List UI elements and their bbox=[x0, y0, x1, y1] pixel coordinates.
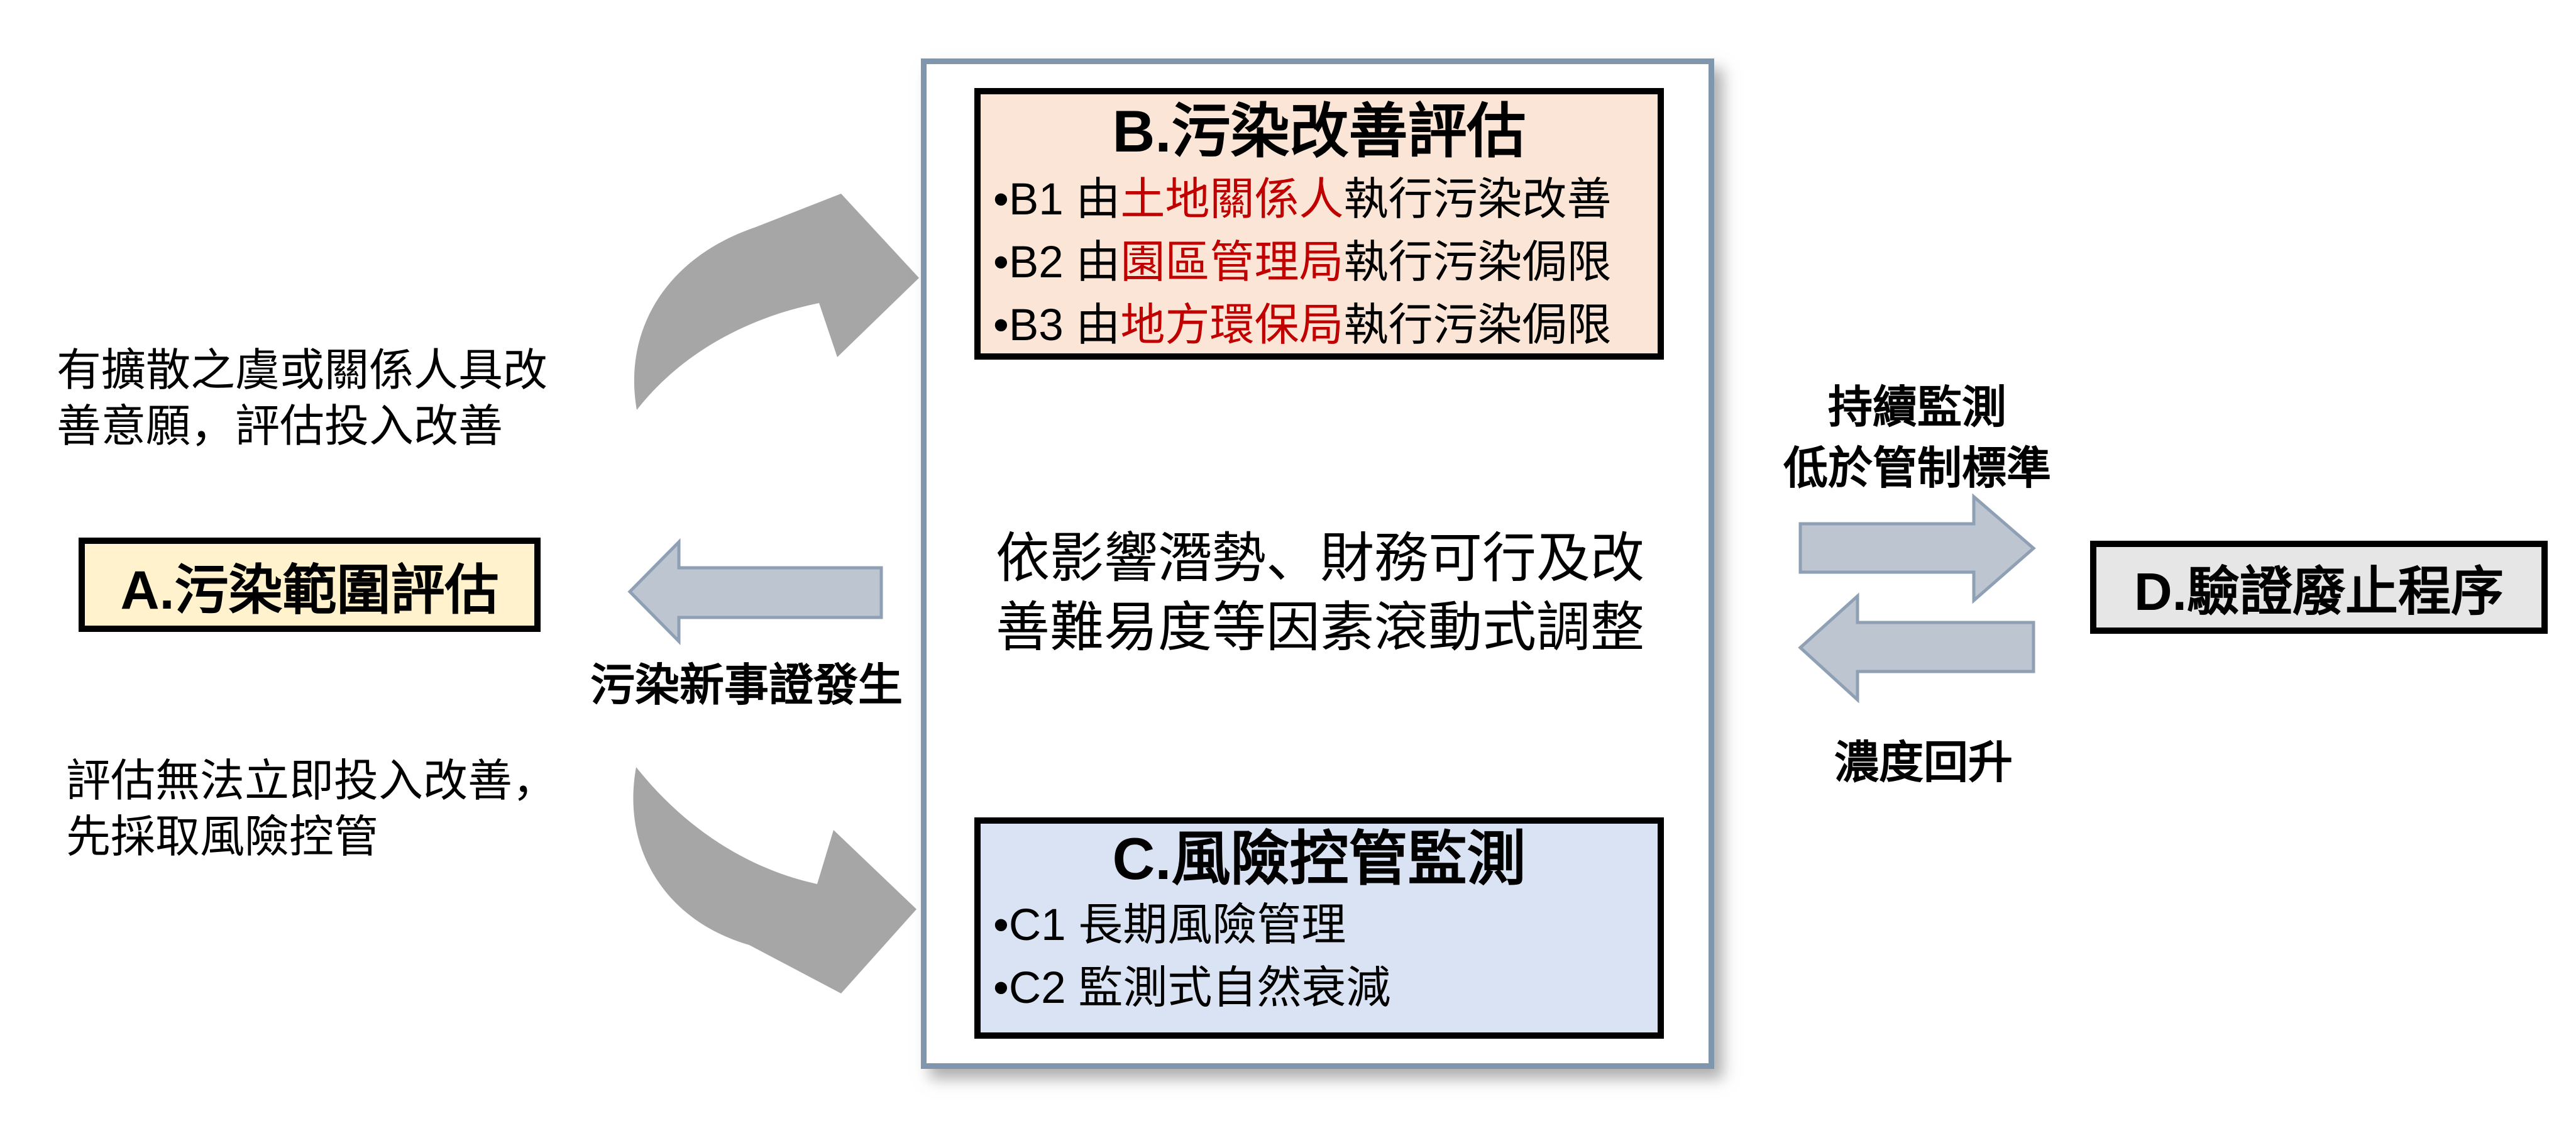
list-item: •B1 由土地關係人執行污染改善 bbox=[993, 175, 1612, 224]
annotation-line: 評估無法立即投入改善， bbox=[66, 756, 558, 806]
list-item: •C2 監測式自然衰減 bbox=[993, 963, 1391, 1013]
list-item: •B2 由園區管理局執行污染侷限 bbox=[993, 238, 1612, 287]
annotation-line: 善意願，評估投入改善 bbox=[57, 402, 504, 451]
box-c-risk-control-monitoring: C.風險控管監測 •C1 長期風險管理 •C2 監測式自然衰減 bbox=[974, 817, 1664, 1039]
curved-arrow-to-b bbox=[634, 194, 919, 410]
label-line: 低於管制標準 bbox=[1783, 444, 2051, 494]
label-line: 持續監測 bbox=[1827, 383, 2006, 433]
box-b-items: •B1 由土地關係人執行污染改善 •B2 由園區管理局執行污染侷限 •B3 由地… bbox=[981, 169, 1658, 357]
label-new-pollution-evidence: 污染新事證發生 bbox=[590, 661, 903, 711]
list-item: •C1 長期風險管理 bbox=[993, 900, 1346, 950]
highlight-land-stakeholder: 土地關係人 bbox=[1120, 175, 1344, 224]
annotation-improvement-willingness: 有擴散之虞或關係人具改 善意願，評估投入改善 bbox=[57, 343, 548, 455]
box-d-title: D.驗證廢止程序 bbox=[2133, 561, 2504, 621]
box-a-pollution-scope-assessment: A.污染範圍評估 bbox=[79, 538, 541, 632]
return-block-arrow bbox=[1798, 592, 2035, 704]
annotation-risk-control-first: 評估無法立即投入改善， 先採取風險控管 bbox=[66, 753, 557, 865]
label-concentration-rebound: 濃度回升 bbox=[1834, 738, 2013, 788]
box-a-title: A.污染範圍評估 bbox=[120, 560, 499, 621]
annotation-line: 有擴散之虞或關係人具改 bbox=[57, 346, 548, 395]
rolling-adjustment-note: 依影響潛勢、財務可行及改 善難易度等因素滾動式調整 bbox=[938, 524, 1702, 662]
box-b-pollution-improvement: B.污染改善評估 •B1 由土地關係人執行污染改善 •B2 由園區管理局執行污染… bbox=[974, 88, 1664, 360]
box-d-verification-delisting: D.驗證廢止程序 bbox=[2090, 541, 2548, 634]
right-block-arrow bbox=[1798, 493, 2036, 604]
box-c-items: •C1 長期風險管理 •C2 監測式自然衰減 bbox=[981, 894, 1658, 1020]
annotation-line: 先採取風險控管 bbox=[66, 812, 379, 862]
highlight-local-epa: 地方環保局 bbox=[1120, 301, 1344, 350]
note-line-2: 善難易度等因素滾動式調整 bbox=[996, 597, 1644, 658]
box-c-title: C.風險控管監測 bbox=[1112, 826, 1526, 892]
list-item: •B3 由地方環保局執行污染侷限 bbox=[993, 301, 1612, 350]
note-line-1: 依影響潛勢、財務可行及改 bbox=[996, 528, 1644, 589]
highlight-park-bureau: 園區管理局 bbox=[1120, 238, 1344, 287]
curved-arrow-to-c bbox=[633, 767, 916, 993]
label-continuous-monitoring: 持續監測 低於管制標準 bbox=[1754, 377, 2081, 499]
left-block-arrow bbox=[627, 538, 883, 646]
box-b-title: B.污染改善評估 bbox=[1112, 98, 1526, 164]
